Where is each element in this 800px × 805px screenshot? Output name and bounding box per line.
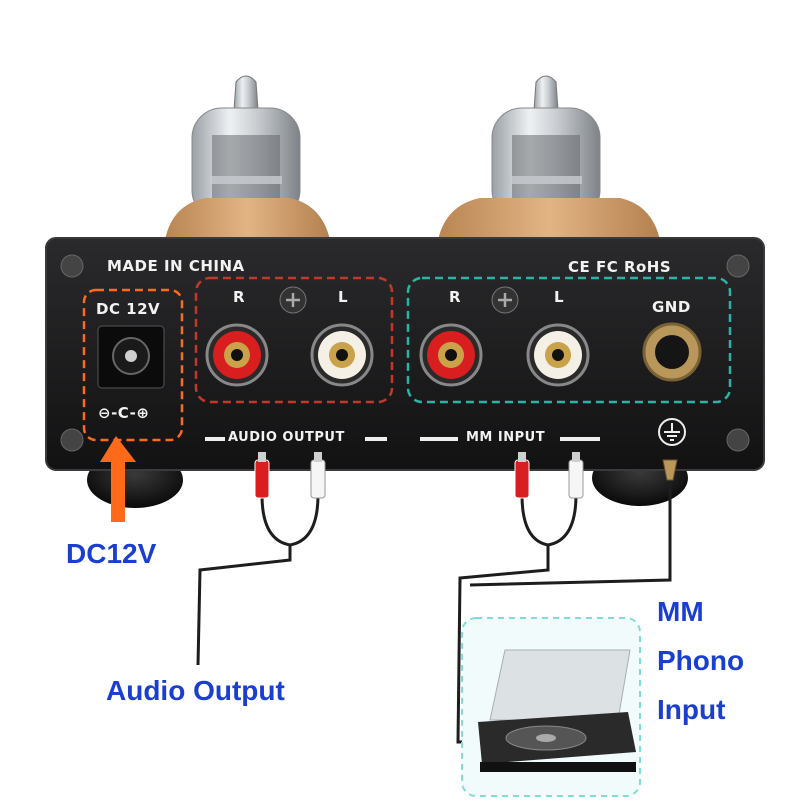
vacuum-tube-right bbox=[491, 75, 601, 221]
rca-plug-input-white bbox=[568, 452, 584, 499]
turntable-image bbox=[478, 649, 636, 772]
dc-polarity-symbol: ⊖-C-⊕ bbox=[98, 404, 150, 422]
gnd-spade-plug bbox=[662, 459, 678, 481]
rca-input-left-jack[interactable] bbox=[526, 323, 590, 387]
dc-input-box bbox=[82, 288, 184, 442]
dc-12v-label: DC 12V bbox=[96, 300, 161, 318]
certification-marks: CE FC RoHS bbox=[568, 258, 672, 276]
rca-input-right-jack[interactable] bbox=[419, 323, 483, 387]
screw-icon bbox=[60, 254, 750, 452]
panel-screw-input bbox=[491, 286, 519, 314]
audio-output-panel-label: AUDIO OUTPUT bbox=[228, 430, 345, 445]
arrow-up-icon bbox=[100, 436, 136, 522]
rca-output-left-jack[interactable] bbox=[310, 323, 374, 387]
rca-plug-input-red bbox=[514, 452, 530, 499]
tube-base-left bbox=[165, 198, 330, 240]
ground-icon bbox=[658, 418, 686, 446]
chassis-back-panel bbox=[45, 237, 765, 471]
audio-output-callout: Audio Output bbox=[106, 675, 285, 706]
phono-callout-line1: MM bbox=[657, 596, 704, 627]
rca-plug-output-white bbox=[310, 452, 326, 499]
mm-input-panel-label: MM INPUT bbox=[466, 430, 546, 445]
vacuum-tube-left bbox=[191, 75, 301, 221]
phono-callout-line2: Phono bbox=[657, 645, 745, 676]
output-left-label: L bbox=[338, 288, 349, 306]
rca-plug-output-red bbox=[254, 452, 270, 499]
input-left-label: L bbox=[554, 288, 565, 306]
gnd-label: GND bbox=[652, 298, 691, 316]
mm-input-box bbox=[406, 276, 732, 404]
rca-output-right-jack[interactable] bbox=[205, 323, 269, 387]
made-in-china-label: MADE IN CHINA bbox=[107, 257, 245, 275]
tube-base-right bbox=[438, 198, 660, 240]
input-right-label: R bbox=[449, 288, 462, 306]
panel-screw-output bbox=[279, 286, 307, 314]
dc-power-jack[interactable] bbox=[97, 325, 165, 389]
audio-output-box bbox=[194, 276, 394, 404]
phono-callout-line3: Input bbox=[657, 694, 726, 725]
dc12v-callout: DC12V bbox=[66, 538, 157, 569]
gnd-terminal[interactable] bbox=[642, 322, 702, 382]
output-right-label: R bbox=[233, 288, 246, 306]
